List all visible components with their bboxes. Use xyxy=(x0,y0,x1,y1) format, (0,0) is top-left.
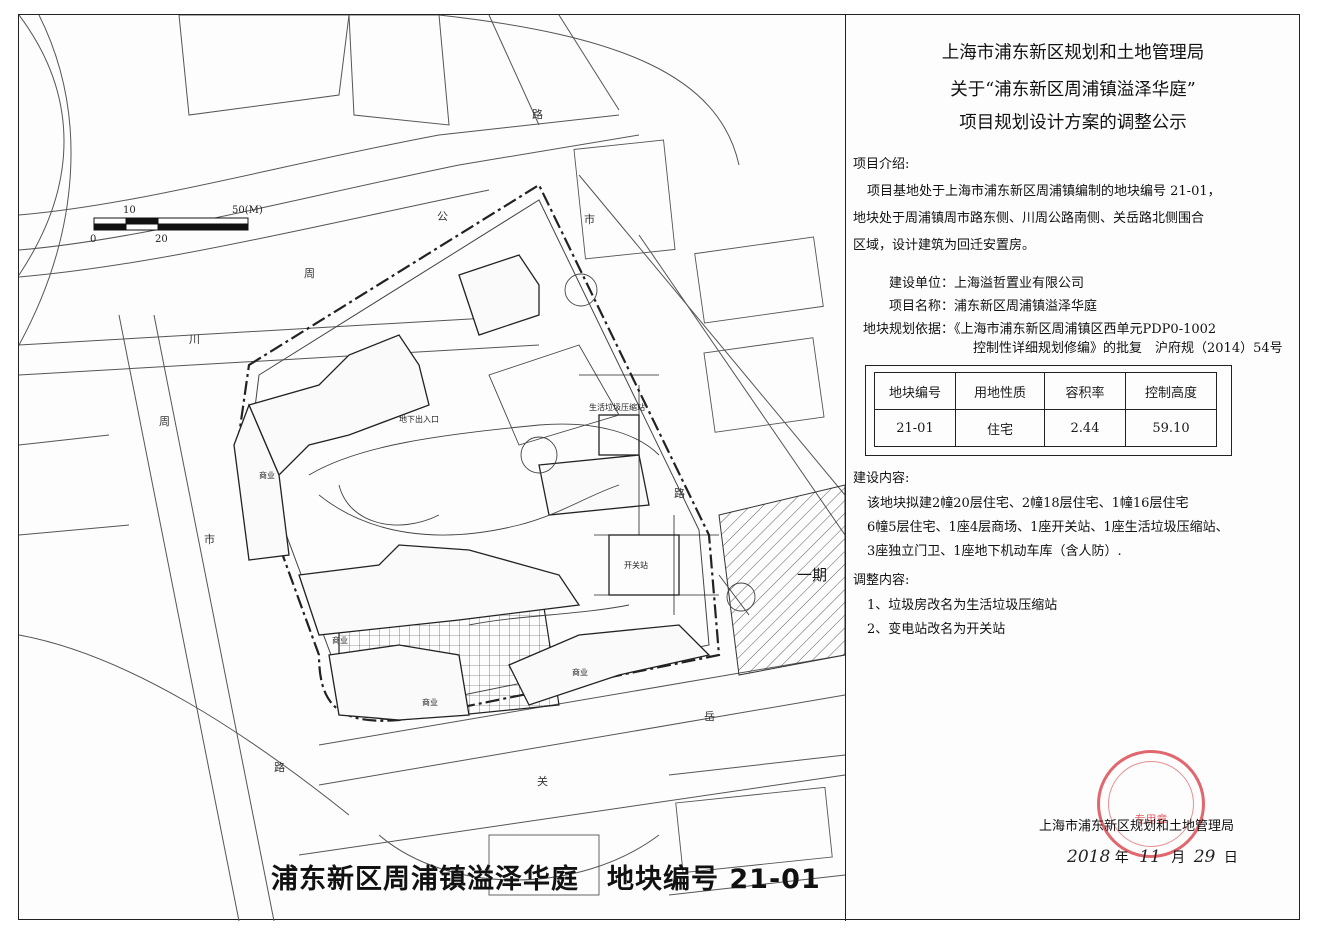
road-glyph: 周 xyxy=(159,415,170,428)
sheet-divider xyxy=(845,15,846,921)
project-value: 浦东新区周浦镇溢泽华庭 xyxy=(954,299,1098,314)
roads xyxy=(19,15,845,921)
notice-panel: 上海市浦东新区规划和土地管理局 关于“浦东新区周浦镇溢泽华庭” 项目规划设计方案… xyxy=(847,15,1299,921)
scale-bar xyxy=(93,217,249,231)
site-plan-map: 一期 xyxy=(19,15,845,921)
table-header-cell: 控制高度 xyxy=(1125,372,1217,410)
plot-table: 地块编号 用地性质 容积率 控制高度 21-01 住宅 2.44 59.10 xyxy=(874,372,1217,447)
site-plan-drawing: 一期 xyxy=(19,15,845,921)
surrounding-buildings xyxy=(488,139,833,896)
road-glyph: 公 xyxy=(437,210,448,223)
road-glyph: 路 xyxy=(532,108,543,121)
seal-bottom-text: 专用章 xyxy=(1134,812,1168,826)
table-header-cell: 用地性质 xyxy=(955,372,1045,410)
road-glyph: 关 xyxy=(537,774,548,788)
scale-label-10: 10 xyxy=(123,205,136,216)
notice-header-line-1: 上海市浦东新区规划和土地管理局 xyxy=(941,43,1205,63)
scale-label-0: 0 xyxy=(90,234,97,245)
building-label-commercial-2: 商业 xyxy=(332,635,348,645)
builder-row: 建设单位：上海溢哲置业有限公司 xyxy=(889,272,1084,291)
table-header-cell: 地块编号 xyxy=(874,372,956,410)
road-glyph: 周 xyxy=(304,267,315,280)
signature-date: 2018 年 11 月 29 日 xyxy=(1067,847,1238,867)
table-header-row: 地块编号 用地性质 容积率 控制高度 xyxy=(874,372,1217,410)
adjust-heading: 调整内容: xyxy=(853,573,910,588)
scale-label-50m: 50(M) xyxy=(232,205,263,216)
building-label-switch-station: 开关站 xyxy=(624,560,648,570)
intro-line-2: 地块处于周浦镇周市路东侧、川周公路南侧、关岳路北侧围合 xyxy=(853,211,1205,226)
basis-label: 地块规划依据： xyxy=(863,322,955,337)
phase-one-plot xyxy=(718,484,845,676)
official-seal: 专用章 xyxy=(1097,750,1205,858)
table-cell: 21-01 xyxy=(874,409,956,447)
landscape-paths xyxy=(308,273,756,626)
project-label: 项目名称： xyxy=(889,299,955,314)
notice-header-line-3: 项目规划设计方案的调整公示 xyxy=(959,113,1187,133)
scale-label-20: 20 xyxy=(155,234,168,245)
content-line-1: 该地块拟建2幢20层住宅、2幢18层住宅、1幢16层住宅 xyxy=(867,496,1189,511)
notice-header-line-2: 关于“浦东新区周浦镇溢泽华庭” xyxy=(950,80,1196,100)
intro-heading: 项目介绍: xyxy=(853,157,910,172)
adjust-item-1: 1、垃圾房改名为生活垃圾压缩站 xyxy=(867,598,1058,613)
basis-value-2: 控制性详细规划修编》的批复 沪府规（2014）54号 xyxy=(973,341,1283,356)
date-year-char: 年 xyxy=(1114,850,1129,866)
notice-sheet: 一期 xyxy=(18,14,1300,921)
building-label-commercial-3: 商业 xyxy=(422,697,438,707)
road-glyph: 岳 xyxy=(704,710,715,723)
content-line-2: 6幢5层住宅、1座4层商场、1座开关站、1座生活垃圾压缩站、 xyxy=(867,520,1229,535)
table-cell: 2.44 xyxy=(1044,409,1126,447)
signature-org: 上海市浦东新区规划和土地管理局 xyxy=(1039,819,1235,834)
intro-line-3: 区域，设计建筑为回迁安置房。 xyxy=(853,238,1036,253)
date-month-char: 月 xyxy=(1171,850,1186,866)
date-day-char: 日 xyxy=(1223,850,1238,866)
adjust-item-2: 2、变电站改名为开关站 xyxy=(867,622,1006,637)
date-year: 2018 xyxy=(1067,847,1111,867)
table-row: 21-01 住宅 2.44 59.10 xyxy=(874,409,1217,447)
residential-buildings xyxy=(233,254,711,721)
building-label-commercial-4: 商业 xyxy=(572,667,588,677)
date-day: 29 xyxy=(1193,847,1216,867)
dimension-lines xyxy=(579,374,719,615)
intro-line-1: 项目基地处于上海市浦东新区周浦镇编制的地块编号 21-01， xyxy=(867,184,1221,199)
plot-table-frame xyxy=(865,365,1232,456)
project-row: 项目名称：浦东新区周浦镇溢泽华庭 xyxy=(889,295,1097,314)
table-header-cell: 容积率 xyxy=(1044,372,1126,410)
road-glyph: 市 xyxy=(204,532,215,546)
map-title: 浦东新区周浦镇溢泽华庭 地块编号 21-01 xyxy=(271,864,821,895)
builder-label: 建设单位： xyxy=(889,276,955,291)
phase-one-label: 一期 xyxy=(797,566,827,584)
content-heading: 建设内容: xyxy=(853,471,910,486)
building-label-underground-entry: 地下出入口 xyxy=(399,414,439,424)
content-line-3: 3座独立门卫、1座地下机动车库（含人防）. xyxy=(867,544,1122,559)
road-glyph: 路 xyxy=(274,761,285,774)
building-label-waste-station: 生活垃圾压缩站 xyxy=(589,402,645,412)
basis-row: 地块规划依据：《上海市浦东新区周浦镇区西单元PDP0-1002 xyxy=(863,318,1216,337)
builder-value: 上海溢哲置业有限公司 xyxy=(954,276,1085,291)
building-label-commercial-1: 商业 xyxy=(259,470,275,480)
table-cell: 59.10 xyxy=(1125,409,1217,447)
road-glyph: 川 xyxy=(189,333,200,346)
date-month: 11 xyxy=(1139,847,1161,867)
basis-value-1: 《上海市浦东新区周浦镇区西单元PDP0-1002 xyxy=(954,322,1217,337)
road-glyph: 路 xyxy=(674,487,685,500)
table-cell: 住宅 xyxy=(955,409,1045,447)
official-seal-inner: 专用章 xyxy=(1108,761,1194,847)
road-glyph: 市 xyxy=(584,212,595,226)
